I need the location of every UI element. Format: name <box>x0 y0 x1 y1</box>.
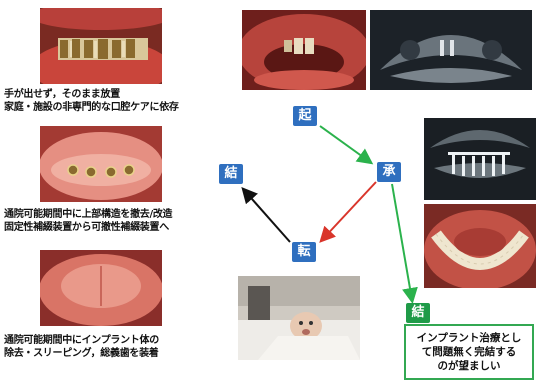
node-ki: 起 <box>293 106 317 126</box>
summary-line1: インプラント治療とし <box>406 331 532 345</box>
node-sho: 承 <box>377 162 401 182</box>
photo-neglected-teeth <box>40 8 162 84</box>
photo-panoramic-xray-implants <box>424 118 536 200</box>
photo-patient-in-bed <box>238 276 360 360</box>
caption-photo3-line1: 通院可能期間中にインプラント体の <box>4 334 159 347</box>
summary-line2: て問題無く完結する <box>406 345 532 359</box>
photo-panoramic-xray-1 <box>370 10 532 90</box>
caption-photo1-line2: 家庭・施設の非専門的な口腔ケアに依存 <box>4 101 179 114</box>
caption-photo3-line2: 除去・スリーピング，総義歯を装着 <box>4 347 159 360</box>
caption-photo1-line1: 手が出せず，そのまま放置 <box>4 88 179 101</box>
arrow-ki-to-sho <box>320 126 370 162</box>
summary-box: インプラント治療とし て問題無く完結する のが望ましい <box>404 324 534 380</box>
caption-photo2-line1: 通院可能期間中に上部構造を撤去/改造 <box>4 208 172 221</box>
node-ten: 転 <box>292 242 316 262</box>
arrow-sho-to-ketsu-right <box>392 184 412 300</box>
photo-edentulous-palate <box>40 250 162 326</box>
caption-photo2: 通院可能期間中に上部構造を撤去/改造 固定性補綴装置から可撤性補綴装置へ <box>4 208 172 234</box>
caption-photo2-line2: 固定性補綴装置から可撤性補綴装置へ <box>4 221 172 234</box>
photo-lower-arch-bridge <box>424 204 536 288</box>
caption-photo3: 通院可能期間中にインプラント体の 除去・スリーピング，総義歯を装着 <box>4 334 159 360</box>
caption-photo1: 手が出せず，そのまま放置 家庭・施設の非専門的な口腔ケアに依存 <box>4 88 179 114</box>
arrow-ten-to-ketsu-left <box>244 190 290 242</box>
arrow-sho-to-ten <box>322 182 376 240</box>
node-ketsu-right: 結 <box>406 303 430 323</box>
summary-line3: のが望ましい <box>406 359 532 373</box>
photo-front-teeth <box>242 10 366 90</box>
photo-implant-abutments <box>40 126 162 202</box>
node-ketsu-left: 結 <box>219 164 243 184</box>
